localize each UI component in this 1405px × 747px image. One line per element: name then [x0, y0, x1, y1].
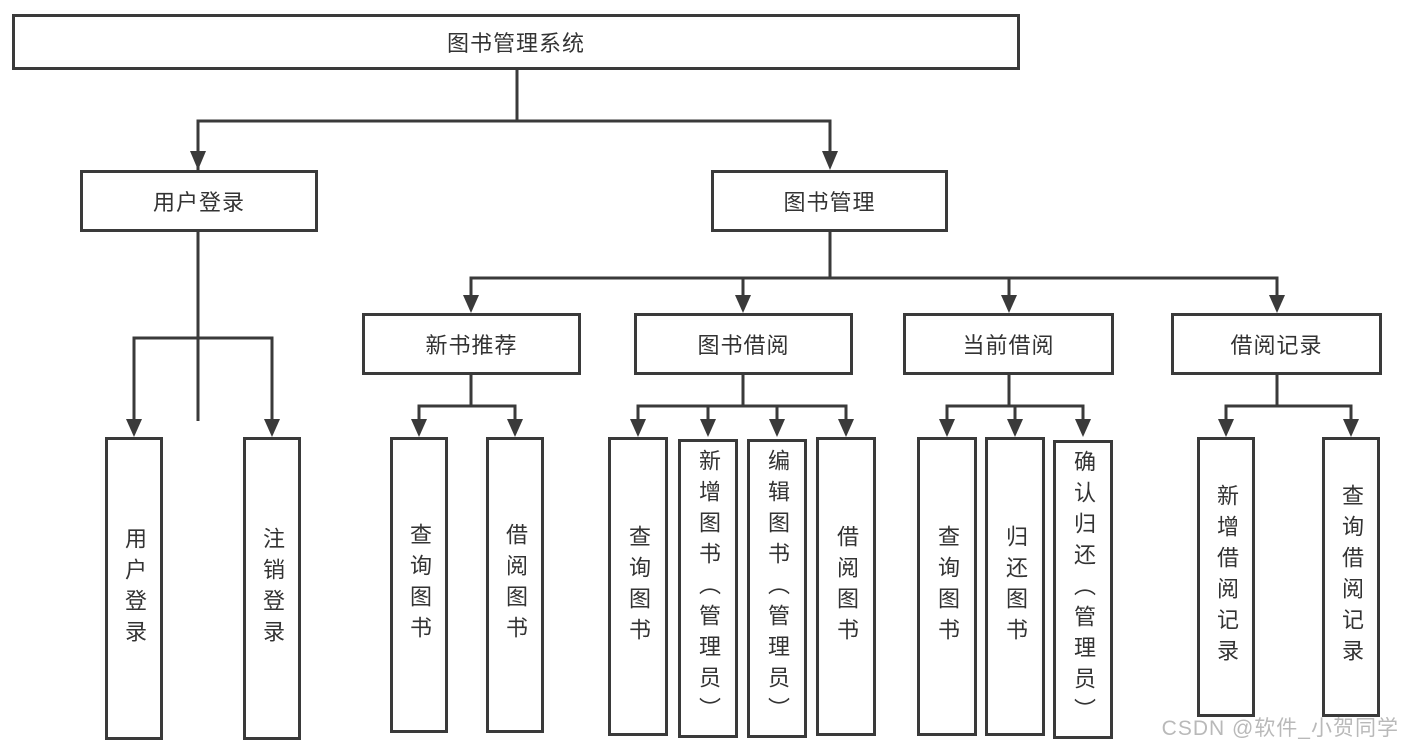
leaf-confirm-return-admin-label: 确认归还（管理员） [1071, 450, 1096, 729]
leaf-query-borrow-record: 查询借阅记录 [1322, 437, 1380, 717]
leaf-logout: 注销登录 [243, 437, 301, 740]
leaf-borrowing-query-books-label: 查询图书 [626, 524, 651, 649]
leaf-user-login: 用户登录 [105, 437, 163, 740]
leaf-borrowing-borrow-books: 借阅图书 [816, 437, 876, 736]
node-borrowing-records-label: 借阅记录 [1230, 333, 1323, 358]
node-book-borrowing: 图书借阅 [634, 313, 853, 375]
leaf-borrowing-query-books: 查询图书 [608, 437, 668, 736]
node-new-book-recommend-label: 新书推荐 [425, 333, 518, 358]
leaf-user-login-label: 用户登录 [122, 526, 147, 651]
node-book-management-label: 图书管理 [783, 190, 876, 215]
leaf-current-query-books: 查询图书 [917, 437, 977, 736]
node-library-system: 图书管理系统 [12, 14, 1020, 70]
leaf-recommend-borrow-books: 借阅图书 [486, 437, 544, 733]
node-borrowing-records: 借阅记录 [1171, 313, 1382, 375]
leaf-logout-label: 注销登录 [260, 526, 285, 651]
node-book-borrowing-label: 图书借阅 [697, 333, 790, 358]
leaf-recommend-borrow-books-label: 借阅图书 [503, 523, 528, 647]
leaf-borrowing-borrow-books-label: 借阅图书 [834, 524, 859, 649]
leaf-add-borrow-record: 新增借阅记录 [1197, 437, 1255, 717]
leaf-add-book-admin: 新增图书（管理员） [678, 439, 738, 738]
node-library-system-label: 图书管理系统 [446, 31, 585, 56]
node-current-borrowing: 当前借阅 [903, 313, 1114, 375]
leaf-edit-book-admin: 编辑图书（管理员） [747, 439, 807, 738]
node-user-login: 用户登录 [80, 170, 318, 232]
leaf-return-books-label: 归还图书 [1003, 524, 1028, 649]
leaf-add-book-admin-label: 新增图书（管理员） [696, 449, 721, 728]
leaf-current-query-books-label: 查询图书 [935, 524, 960, 649]
leaf-add-borrow-record-label: 新增借阅记录 [1214, 484, 1239, 670]
leaf-confirm-return-admin: 确认归还（管理员） [1053, 440, 1113, 739]
leaf-query-borrow-record-label: 查询借阅记录 [1339, 484, 1364, 670]
leaf-recommend-query-books: 查询图书 [390, 437, 448, 733]
leaf-return-books: 归还图书 [985, 437, 1045, 736]
csdn-watermark: CSDN @软件_小贺同学 [1161, 717, 1399, 740]
node-user-login-label: 用户登录 [152, 190, 245, 215]
leaf-edit-book-admin-label: 编辑图书（管理员） [765, 449, 790, 728]
node-current-borrowing-label: 当前借阅 [962, 333, 1055, 358]
node-book-management: 图书管理 [711, 170, 948, 232]
leaf-recommend-query-books-label: 查询图书 [407, 523, 432, 647]
node-new-book-recommend: 新书推荐 [362, 313, 581, 375]
